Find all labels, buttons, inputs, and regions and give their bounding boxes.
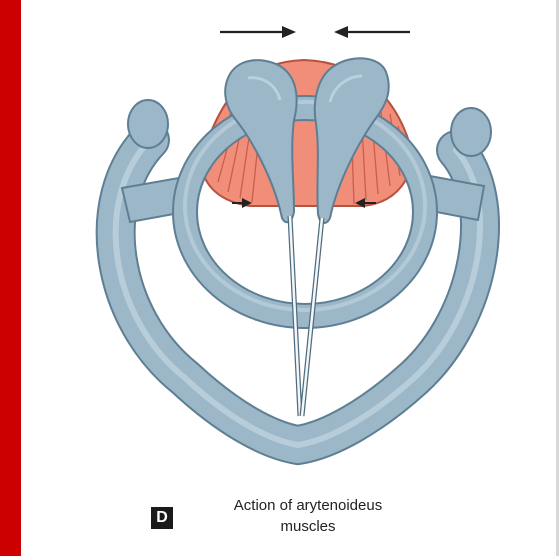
left-horn: [128, 100, 168, 148]
panel-letter-badge: D: [151, 507, 173, 529]
right-horn: [451, 108, 491, 156]
arrow-left-icon: [334, 26, 410, 38]
figure-caption: Action of arytenoideus muscles: [186, 495, 430, 537]
arrow-right-icon: [220, 26, 296, 38]
caption-line-2: muscles: [186, 516, 430, 537]
caption-line-1: Action of arytenoideus: [186, 495, 430, 516]
